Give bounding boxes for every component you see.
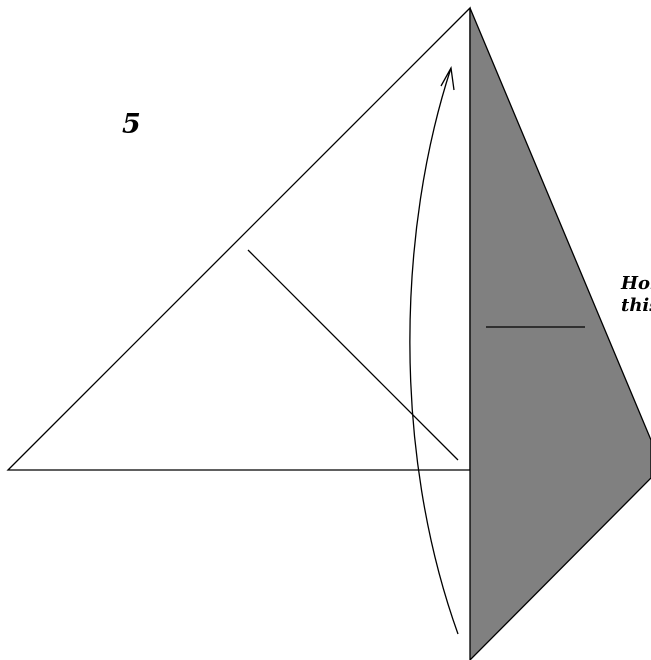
paper-front-flap	[6, 6, 471, 471]
diagonal-crease-line	[247, 249, 459, 461]
caption-line-2: this	[621, 295, 651, 316]
caption-line-1: Hol	[620, 273, 651, 294]
step-number: 5	[122, 109, 141, 140]
paper-back-shaded-flap	[469, 7, 651, 660]
curved-fold-arrow-icon	[409, 65, 459, 635]
